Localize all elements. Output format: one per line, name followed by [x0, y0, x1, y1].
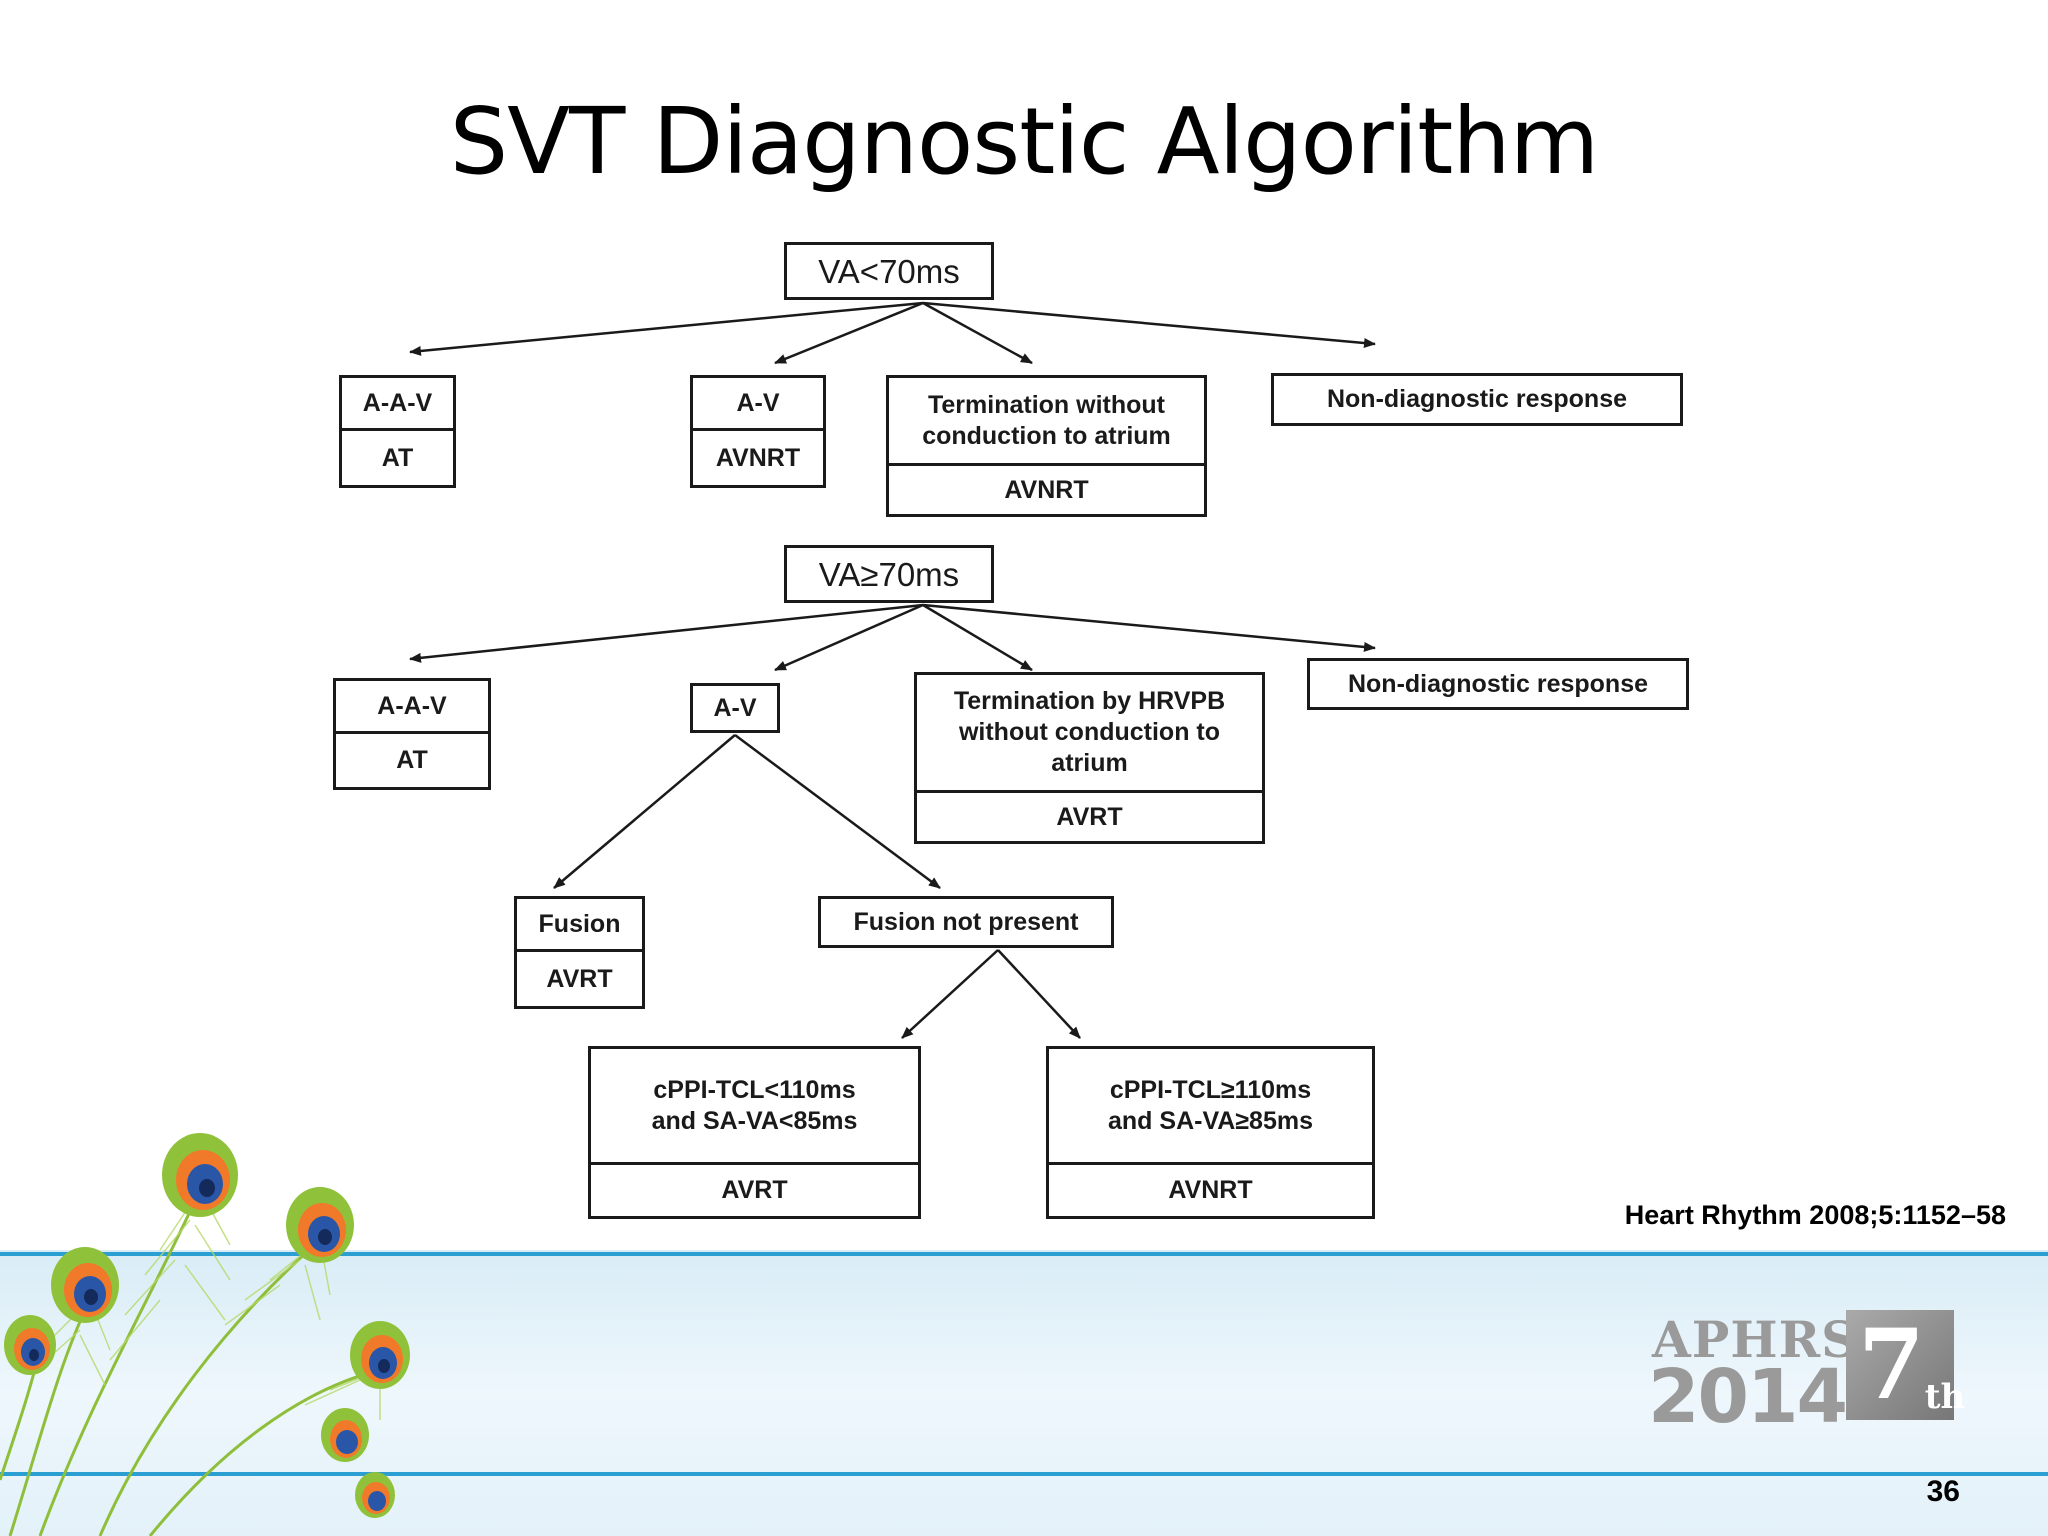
node-va-lt-av: A-V AVNRT — [690, 375, 826, 488]
feather-eye-7 — [355, 1472, 395, 1518]
node-fusion-not-present-label: Fusion not present — [853, 907, 1079, 936]
arrow-no-fusion-to-cppi-lt — [901, 949, 999, 1039]
feather-eye-5 — [4, 1315, 56, 1375]
footer-top-line — [0, 1252, 2048, 1256]
node-va-lt-aav: A-A-V AT — [339, 375, 456, 488]
arrow-va-ge-to-nondiag — [922, 603, 1376, 652]
feather-eye-6 — [321, 1408, 369, 1462]
node-va-lt-70: VA<70ms — [784, 242, 994, 300]
arrow-no-fusion-to-cppi-ge — [997, 949, 1081, 1039]
node-va-lt-nondiag-label: Non-diagnostic response — [1326, 385, 1628, 413]
logo-org: APHRS — [1652, 1310, 1859, 1369]
footer-bottom-line — [0, 1472, 2048, 1476]
node-cppi-ge-text: cPPI-TCL≥110ms and SA-VA≥85ms — [1108, 1075, 1313, 1135]
arrow-va-lt-to-av — [774, 301, 924, 365]
node-va-ge-aav: A-A-V AT — [333, 678, 491, 790]
feather-eye-3 — [51, 1247, 119, 1323]
slide-title: SVT Diagnostic Algorithm — [449, 88, 1600, 195]
arrow-va-lt-to-nondiag — [922, 301, 1376, 348]
logo-year: 2014 — [1648, 1354, 1848, 1440]
node-va-lt-70-label: VA<70ms — [818, 252, 960, 290]
feather-eye-1 — [162, 1133, 238, 1217]
logo-edition-badge: 7th — [1846, 1308, 1965, 1421]
page-number: 36 — [1926, 1475, 1960, 1508]
node-va-lt-termination-text: Termination without conduction to atrium — [922, 390, 1171, 450]
node-va-ge-termination-text: Termination by HRVPB without conduction … — [953, 687, 1226, 777]
node-va-ge-aav-diagnosis: AT — [336, 731, 488, 787]
footer-band — [0, 1250, 2048, 1536]
node-cppi-ge: cPPI-TCL≥110ms and SA-VA≥85ms AVNRT — [1046, 1046, 1375, 1219]
node-va-ge-70: VA≥70ms — [784, 545, 994, 603]
node-fusion: Fusion AVRT — [514, 896, 645, 1009]
feather-eye-2 — [286, 1187, 354, 1263]
logo-edition-suffix: th — [1924, 1377, 1966, 1417]
node-va-ge-70-label: VA≥70ms — [818, 555, 960, 593]
arrow-av-to-no-fusion — [734, 733, 941, 890]
arrow-va-ge-to-av — [774, 603, 924, 672]
arrow-va-lt-to-termination — [922, 301, 1033, 365]
node-cppi-lt: cPPI-TCL<110ms and SA-VA<85ms AVRT — [588, 1046, 921, 1219]
peacock-feather-decoration — [0, 1133, 410, 1536]
node-va-ge-termination-diagnosis: AVRT — [917, 790, 1262, 841]
node-va-ge-av-label: A-V — [713, 693, 757, 722]
node-va-ge-av: A-V — [690, 683, 780, 733]
node-va-ge-nondiag: Non-diagnostic response — [1307, 658, 1689, 710]
node-va-lt-termination: Termination without conduction to atrium… — [886, 375, 1207, 517]
node-va-ge-aav-pattern: A-A-V — [377, 691, 447, 720]
logo-edition: 7 — [1858, 1308, 1925, 1421]
node-va-ge-termination: Termination by HRVPB without conduction … — [914, 672, 1265, 844]
node-va-lt-av-diagnosis: AVNRT — [693, 428, 823, 485]
node-va-lt-av-pattern: A-V — [736, 388, 780, 417]
node-va-lt-aav-pattern: A-A-V — [362, 388, 433, 417]
aphrs-logo: APHRS 2014 7th — [1648, 1308, 1965, 1441]
node-cppi-lt-text: cPPI-TCL<110ms and SA-VA<85ms — [651, 1075, 858, 1135]
feather-eye-4 — [350, 1321, 410, 1389]
node-va-lt-termination-diagnosis: AVNRT — [889, 463, 1204, 514]
node-va-lt-aav-diagnosis: AT — [342, 428, 453, 485]
arrow-va-lt-to-aav — [409, 301, 924, 356]
node-va-ge-nondiag-label: Non-diagnostic response — [1347, 669, 1649, 698]
citation: Heart Rhythm 2008;5:1152–58 — [1624, 1200, 2006, 1230]
arrow-av-to-fusion — [553, 734, 736, 889]
node-va-lt-nondiag: Non-diagnostic response — [1271, 373, 1683, 426]
arrow-va-ge-to-aav — [409, 603, 924, 663]
arrow-va-ge-to-termination — [922, 603, 1033, 672]
node-cppi-lt-diagnosis: AVRT — [591, 1162, 918, 1216]
node-fusion-diagnosis: AVRT — [517, 949, 642, 1006]
node-cppi-ge-diagnosis: AVNRT — [1049, 1162, 1372, 1216]
node-fusion-not-present: Fusion not present — [818, 896, 1114, 948]
node-fusion-label: Fusion — [538, 909, 621, 938]
